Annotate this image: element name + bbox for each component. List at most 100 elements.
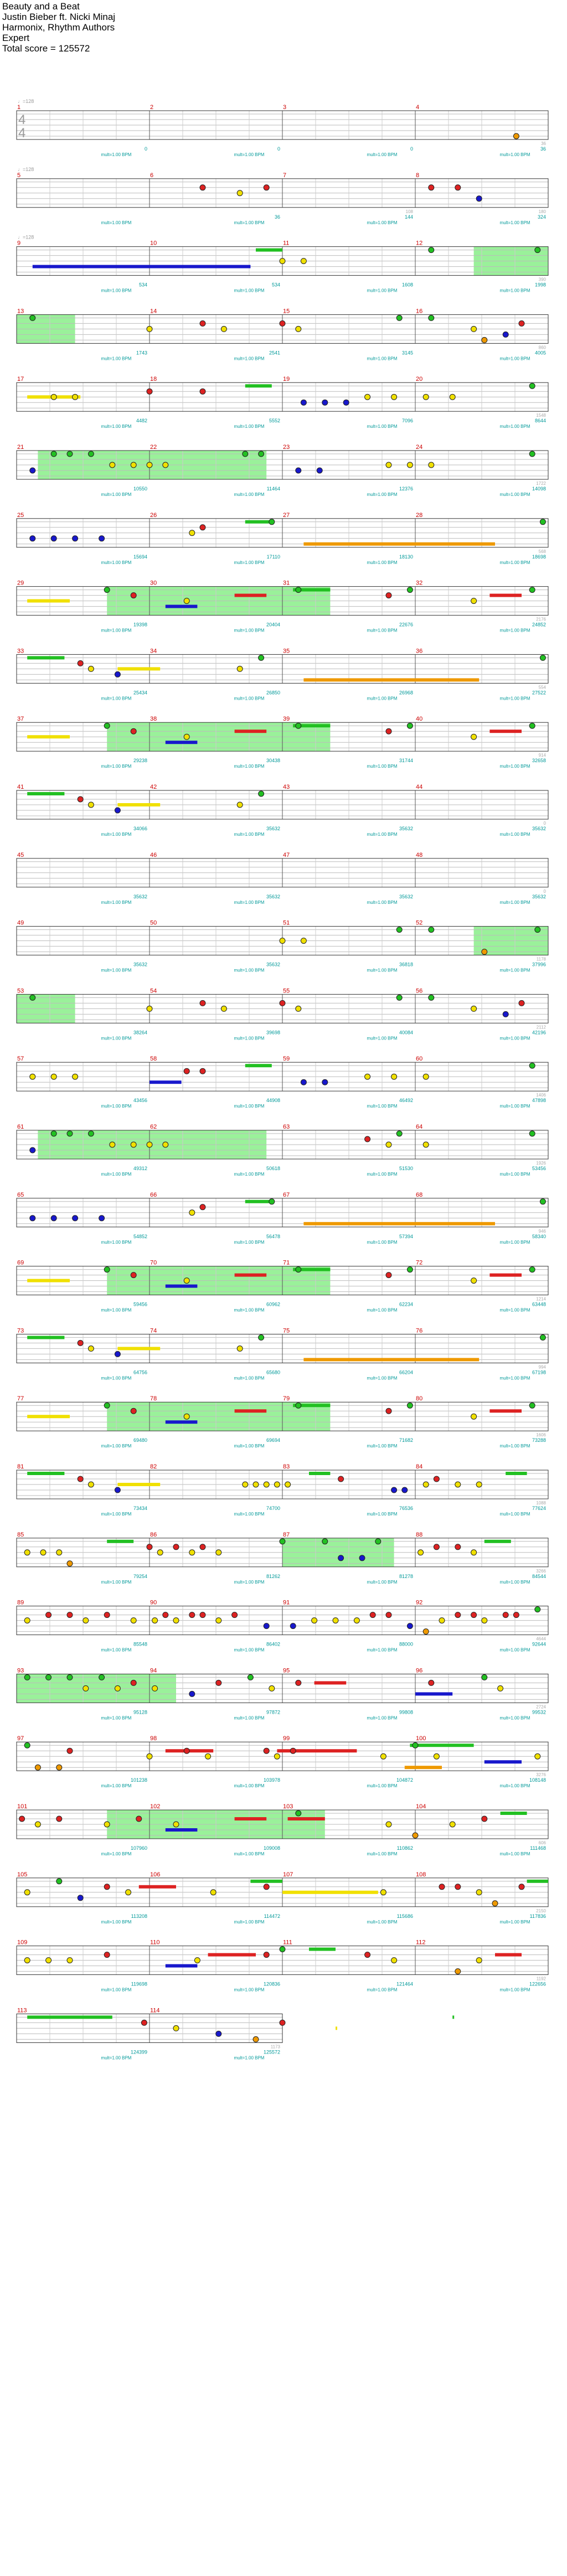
note-yellow (146, 1141, 153, 1148)
note-yellow (109, 462, 116, 468)
multiplier-label: mult=1.00 BPM (234, 1512, 265, 1517)
note-yellow (29, 1073, 36, 1080)
measure-number: 28 (416, 512, 422, 519)
cumulative-score: 73434 (133, 1506, 147, 1511)
note-yellow (236, 190, 243, 196)
note-count: 2176 (536, 617, 546, 622)
sustain-green (27, 2015, 112, 2019)
note-count: 568 (539, 549, 547, 554)
note-blue (406, 1623, 413, 1630)
note-count: 994 (539, 1364, 547, 1369)
note-blue (77, 1895, 84, 1901)
note-yellow (279, 258, 286, 265)
multiplier-label: mult=1.00 BPM (367, 1240, 398, 1245)
note-red (104, 1952, 110, 1958)
note-green (529, 1062, 535, 1069)
sustain-green (309, 1947, 336, 1951)
note-green (428, 927, 435, 933)
cumulative-score: 1743 (136, 350, 147, 355)
note-yellow (285, 1481, 291, 1488)
sustain-green (245, 384, 272, 388)
sustain-yellow (27, 1279, 70, 1282)
note-blue (99, 1215, 105, 1222)
note-yellow (45, 1957, 52, 1964)
cumulative-score: 119698 (131, 1982, 147, 1987)
measure-number: 68 (416, 1192, 422, 1198)
cumulative-score: 43456 (133, 1098, 147, 1103)
cumulative-score: 26968 (399, 690, 413, 695)
cumulative-score: 29238 (133, 758, 147, 763)
note-blue (359, 1555, 365, 1561)
measure-number: 31 (283, 580, 290, 587)
note-blue (300, 1079, 307, 1085)
note-yellow (87, 1481, 94, 1488)
multiplier-label: mult=1.00 BPM (500, 492, 530, 497)
multiplier-label: mult=1.00 BPM (234, 1715, 265, 1720)
multiplier-label: mult=1.00 BPM (234, 1580, 265, 1585)
cumulative-score: 101238 (131, 1777, 147, 1783)
cumulative-score: 35632 (266, 894, 280, 899)
note-green (412, 1742, 419, 1749)
note-yellow (471, 1413, 477, 1420)
multiplier-label: mult=1.00 BPM (234, 696, 265, 701)
note-count: 1406 (536, 1093, 546, 1098)
note-yellow (194, 1957, 200, 1964)
multiplier-label: mult=1.00 BPM (367, 152, 398, 157)
cumulative-score: 66204 (399, 1369, 413, 1375)
multiplier-label: mult=1.00 BPM (101, 1172, 132, 1177)
measure-number: 113 (17, 2007, 27, 2014)
sustain-orange (303, 1358, 480, 1362)
note-red (369, 1612, 376, 1618)
multiplier-label: mult=1.00 BPM (500, 968, 530, 973)
note-yellow (173, 1617, 179, 1624)
multiplier-label: mult=1.00 BPM (234, 1308, 265, 1313)
note-orange (481, 337, 488, 343)
measure-number: 39 (283, 716, 290, 722)
note-yellow (24, 1617, 30, 1624)
staff-frame (16, 1470, 549, 1499)
cumulative-score: 36 (275, 214, 280, 220)
cumulative-score: 84544 (532, 1574, 546, 1579)
time-signature-top: 4 (18, 112, 25, 127)
note-yellow (332, 1617, 339, 1624)
measure-number: 25 (17, 512, 24, 519)
note-blue (401, 1487, 408, 1493)
note-red (263, 1747, 270, 1754)
cumulative-score: 34066 (133, 826, 147, 831)
note-yellow (173, 2025, 179, 2031)
measure-number: 75 (283, 1327, 290, 1334)
cumulative-score: 47898 (532, 1098, 546, 1103)
staff-frame (16, 586, 549, 616)
note-blue (316, 467, 323, 474)
note-red (199, 1068, 206, 1074)
sustain-yellow (117, 1347, 161, 1351)
sustain-green (293, 588, 331, 592)
sustain-red (489, 1273, 522, 1277)
multiplier-label: mult=1.00 BPM (500, 764, 530, 769)
note-red (77, 1476, 84, 1482)
cumulative-score: 95128 (133, 1709, 147, 1715)
multiplier-label: mult=1.00 BPM (234, 1920, 265, 1925)
measure-number: 32 (416, 580, 422, 587)
note-green (529, 382, 535, 389)
measure-number: 112 (416, 1939, 426, 1946)
multiplier-label: mult=1.00 BPM (367, 356, 398, 361)
note-green (534, 927, 541, 933)
multiplier-label: mult=1.00 BPM (101, 1308, 132, 1313)
sustain-yellow (117, 803, 161, 806)
measure-number: 57 (17, 1056, 24, 1062)
note-red (231, 1612, 238, 1618)
multiplier-label: mult=1.00 BPM (101, 1444, 132, 1449)
note-yellow (189, 530, 195, 536)
multiplier-label: mult=1.00 BPM (234, 152, 265, 157)
note-yellow (189, 1209, 195, 1216)
multiplier-label: mult=1.00 BPM (234, 2055, 265, 2060)
note-red (199, 1544, 206, 1550)
cumulative-score: 99532 (532, 1709, 546, 1715)
staff-frame (16, 1877, 549, 1907)
note-green (322, 1538, 328, 1545)
note-blue (50, 535, 57, 542)
note-count: 1606 (536, 1432, 546, 1437)
measure-number: 12 (416, 240, 422, 247)
measure-number: 108 (416, 1871, 426, 1878)
